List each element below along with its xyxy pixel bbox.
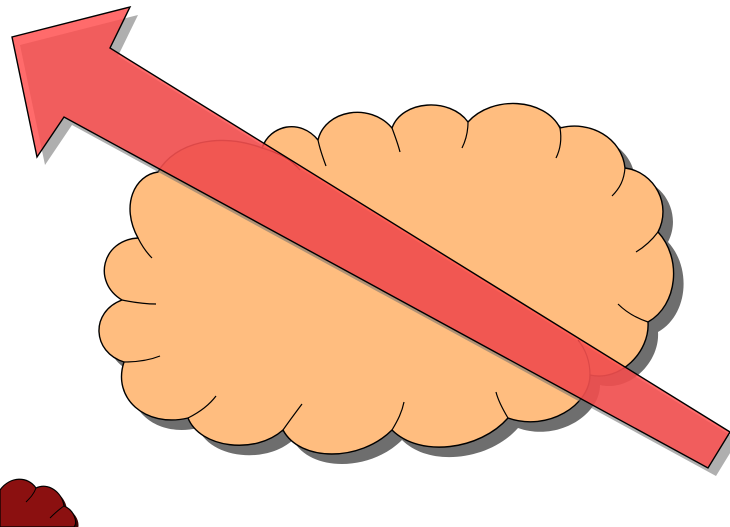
- corner-cloud-shape: [0, 479, 79, 527]
